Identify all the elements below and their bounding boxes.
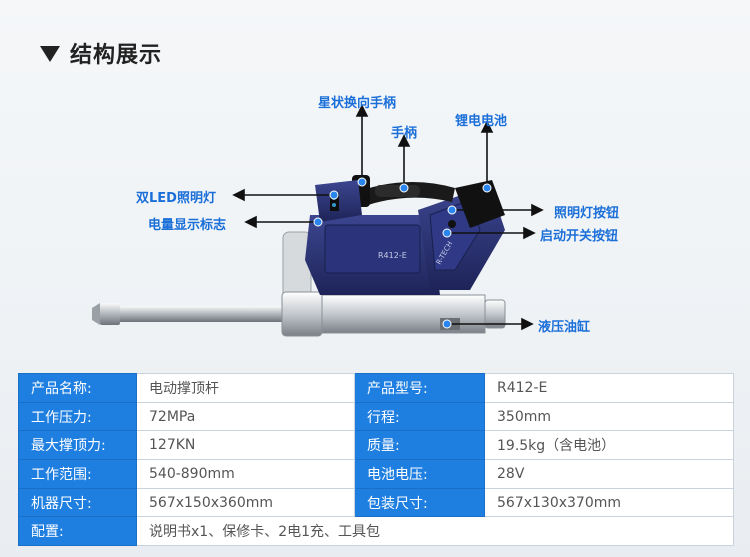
section-title: 结构展示 <box>70 43 163 68</box>
section-header: 结构展示 <box>40 38 162 68</box>
spec-value: 电动撑顶杆 <box>136 373 355 403</box>
triangle-down-icon <box>40 46 60 62</box>
spec-label: 工作范围: <box>18 459 137 489</box>
spec-value: 350mm <box>484 401 734 432</box>
callout-dots <box>313 177 492 329</box>
callout-battery: 锂电电池 <box>455 114 508 129</box>
callout-start-switch: 启动开关按钮 <box>540 229 619 244</box>
table-row: 工作压力: 72MPa 行程: 350mm <box>18 401 734 432</box>
spec-value: 567x150x360mm <box>136 487 355 518</box>
spec-table: 产品名称: 电动撑顶杆 产品型号: R412-E 工作压力: 72MPa 行程:… <box>18 373 734 547</box>
table-row: 产品名称: 电动撑顶杆 产品型号: R412-E <box>18 373 734 403</box>
spec-value: 19.5kg（含电池） <box>484 430 734 461</box>
battery-pack <box>455 180 505 228</box>
spec-value: 127KN <box>136 430 355 461</box>
callout-handle: 手柄 <box>391 126 418 141</box>
callout-dual-led: 双LED照明灯 <box>136 191 216 206</box>
spec-value: 540-890mm <box>136 459 355 489</box>
spec-value: 28V <box>484 459 734 489</box>
spec-label: 最大撑顶力: <box>18 430 137 461</box>
svg-text:R412-E: R412-E <box>378 251 407 260</box>
callout-hydraulic-cylinder: 液压油缸 <box>538 320 591 335</box>
table-row: 机器尺寸: 567x150x360mm 包装尺寸: 567x130x370mm <box>18 487 734 518</box>
spec-label: 配置: <box>18 516 137 547</box>
product-diagram: R412-E R-TECH <box>0 70 750 370</box>
extension-rod <box>92 303 292 325</box>
spec-label: 产品型号: <box>354 373 485 403</box>
spec-label: 质量: <box>354 430 485 461</box>
callout-power-display: 电量显示标志 <box>148 218 227 233</box>
tool-handle <box>362 181 455 205</box>
spec-label: 包装尺寸: <box>354 487 485 518</box>
tool-body: R412-E R-TECH <box>305 185 505 295</box>
spec-label: 电池电压: <box>354 459 485 489</box>
callout-arrows <box>232 104 544 331</box>
callout-star-handle: 星状换向手柄 <box>318 96 397 111</box>
spec-value: R412-E <box>484 373 734 403</box>
table-row: 工作范围: 540-890mm 电池电压: 28V <box>18 459 734 489</box>
spec-label: 行程: <box>354 401 485 432</box>
hydraulic-cylinder <box>281 291 506 337</box>
table-row: 最大撑顶力: 127KN 质量: 19.5kg（含电池） <box>18 430 734 461</box>
led-head <box>315 180 362 222</box>
spec-value: 说明书x1、保修卡、2电1充、工具包 <box>136 516 734 547</box>
spec-value: 567x130x370mm <box>484 487 734 518</box>
spec-label: 工作压力: <box>18 401 137 432</box>
spec-label: 产品名称: <box>18 373 137 403</box>
tool-illustration: R412-E R-TECH <box>92 104 544 337</box>
spec-value: 72MPa <box>136 401 355 432</box>
callout-light-button: 照明灯按钮 <box>554 206 620 221</box>
spec-label: 机器尺寸: <box>18 487 137 518</box>
table-row: 配置: 说明书x1、保修卡、2电1充、工具包 <box>18 516 734 547</box>
